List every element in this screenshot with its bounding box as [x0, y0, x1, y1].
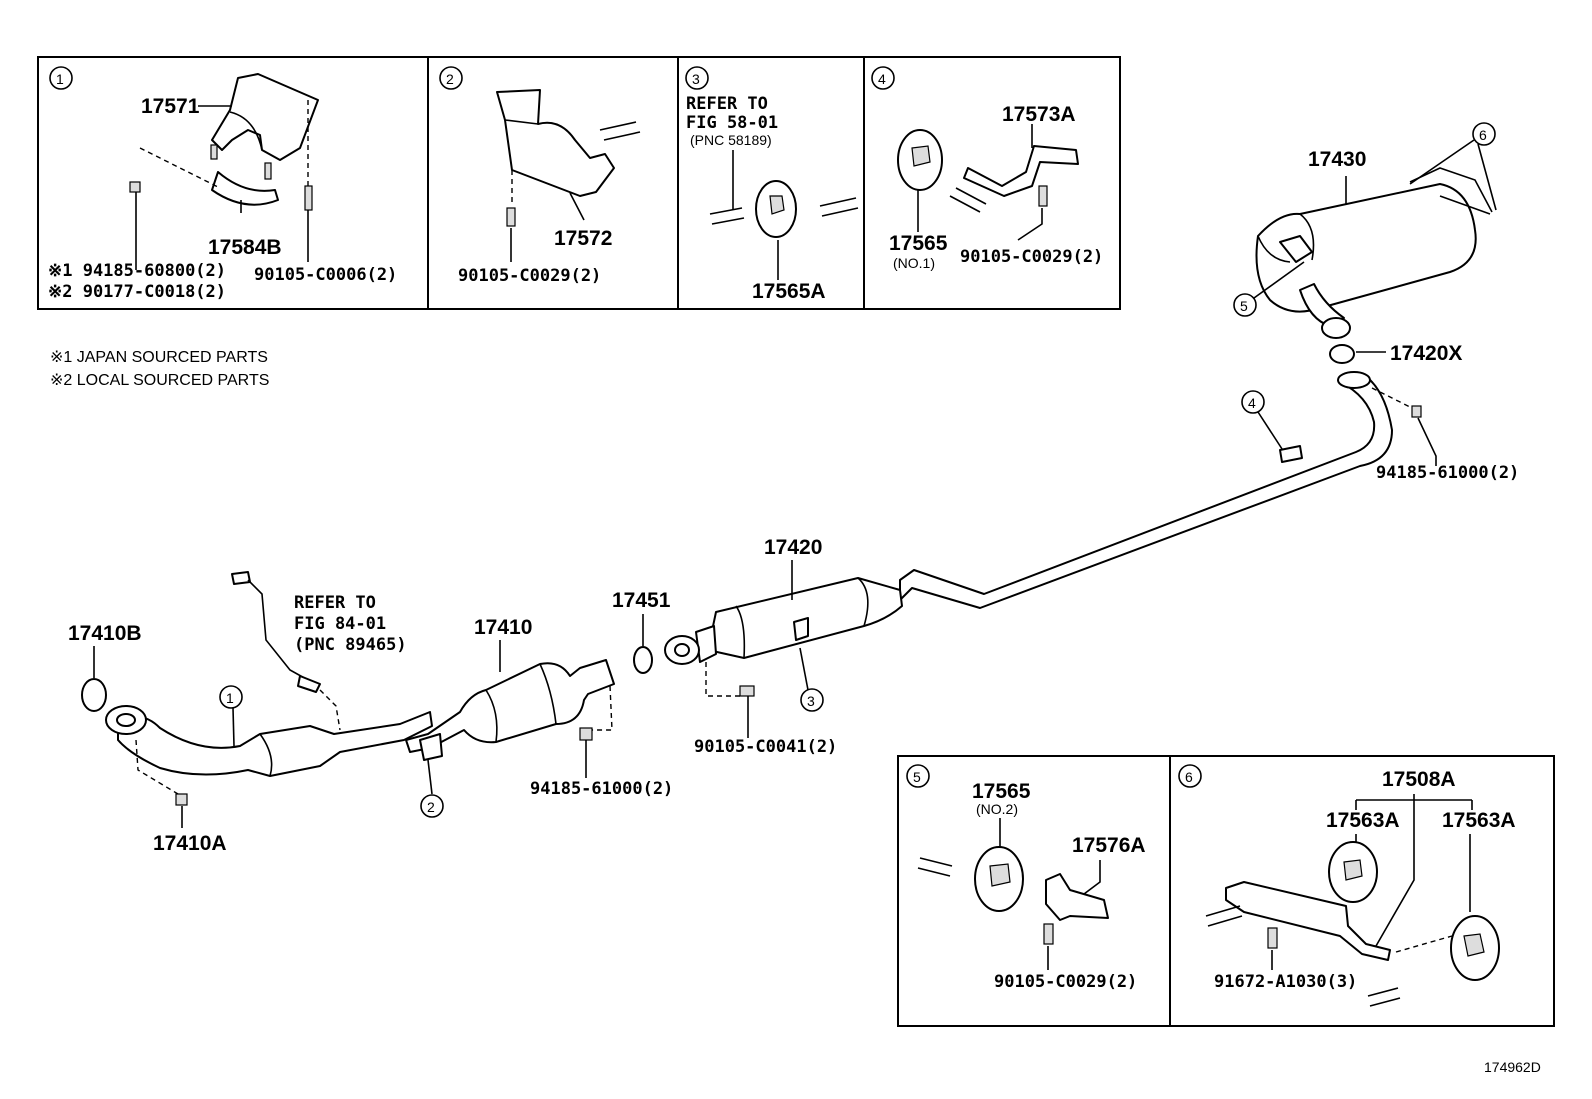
part-17565-no1-sub: (NO.1): [893, 255, 935, 271]
part-90177-C0018-label: ※2 90177-C0018(2): [48, 282, 226, 302]
detail-box-2: 2 17572 90105-C0029(2): [427, 56, 679, 310]
detail-box-3: 3 REFER TO FIG 58-01 (PNC 58189) 17565A: [677, 56, 865, 310]
part-17420X-label: 17420X: [1390, 342, 1462, 365]
part-94185-60800-label: ※1 94185-60800(2): [48, 261, 226, 281]
callout-1-label: 1: [56, 71, 64, 87]
part-17563A-left-label: 17563A: [1326, 809, 1400, 832]
part-90105-C0029-box4-label: 90105-C0029(2): [960, 247, 1103, 267]
callout-3-label: 3: [692, 71, 700, 87]
part-17410-label: 17410: [474, 616, 532, 639]
part-17584B-label: 17584B: [208, 236, 282, 259]
sensor-refer-line1: REFER TO: [294, 593, 376, 613]
part-17565-no1-label: 17565: [889, 232, 948, 255]
part-17565A-label: 17565A: [752, 280, 826, 303]
part-17420-label: 17420: [764, 536, 822, 559]
detail-box-5: 5 17565 (NO.2) 17576A 90105-C0029(2): [897, 755, 1171, 1027]
part-17410B-label: 17410B: [68, 622, 142, 645]
callout-2-label: 2: [446, 71, 454, 87]
part-90105-C0006-label: 90105-C0006(2): [254, 265, 397, 285]
detail-box-4: 4 17573A 17565 (NO.1) 90105-C0029(2): [863, 56, 1121, 310]
part-17576A-label: 17576A: [1072, 834, 1146, 857]
callout-6-top-label: 6: [1479, 127, 1487, 143]
callout-6-label: 6: [1185, 769, 1193, 785]
part-17508A-label: 17508A: [1382, 768, 1456, 791]
part-90105-C0029-box2-label: 90105-C0029(2): [458, 266, 601, 286]
part-17410A-label: 17410A: [153, 832, 227, 855]
note-japan-sourced: ※1 JAPAN SOURCED PARTS: [50, 349, 268, 366]
box3-refer-line2: FIG 58-01: [686, 113, 778, 133]
part-17451-label: 17451: [612, 589, 671, 612]
main-exhaust-assembly: 6 5 17430 17420X 94185-61000(2) 4 17420: [68, 122, 1519, 855]
callout-1-main-label: 1: [226, 690, 234, 706]
callout-5-label: 5: [913, 769, 921, 785]
part-91672-A1030-label: 91672-A1030(3): [1214, 972, 1357, 992]
callout-4-label: 4: [878, 71, 886, 87]
part-17572-label: 17572: [554, 227, 612, 250]
detail-box-6: 6 17508A 17563A 17563A 91672-A1030(3): [1169, 755, 1555, 1027]
callout-5-top-label: 5: [1240, 298, 1248, 314]
box3-refer-line1: REFER TO: [686, 94, 768, 114]
part-17430-label: 17430: [1308, 148, 1366, 171]
callout-2-main-label: 2: [427, 799, 435, 815]
part-90105-C0029-box5-label: 90105-C0029(2): [994, 972, 1137, 992]
part-17571-label: 17571: [141, 95, 200, 118]
part-17573A-label: 17573A: [1002, 103, 1076, 126]
part-17563A-right-label: 17563A: [1442, 809, 1516, 832]
callout-4-main-label: 4: [1248, 395, 1256, 411]
detail-box-1: 1 17571 17584B ※1 94185-60800(2) ※2 9017…: [37, 56, 429, 310]
part-17565-no2-label: 17565: [972, 780, 1031, 803]
part-90105-C0041-label: 90105-C0041(2): [694, 737, 837, 757]
part-94185-61000-mid-label: 94185-61000(2): [530, 779, 673, 799]
box3-refer-line3: (PNC 58189): [690, 132, 772, 148]
figure-id: 174962D: [1484, 1059, 1541, 1075]
callout-3-main-label: 3: [807, 693, 815, 709]
sensor-refer-line2: FIG 84-01: [294, 614, 386, 634]
part-94185-61000-rear-label: 94185-61000(2): [1376, 463, 1519, 483]
part-17565-no2-sub: (NO.2): [976, 801, 1018, 817]
note-local-sourced: ※2 LOCAL SOURCED PARTS: [50, 372, 269, 389]
sensor-refer-line3: (PNC 89465): [294, 635, 407, 655]
